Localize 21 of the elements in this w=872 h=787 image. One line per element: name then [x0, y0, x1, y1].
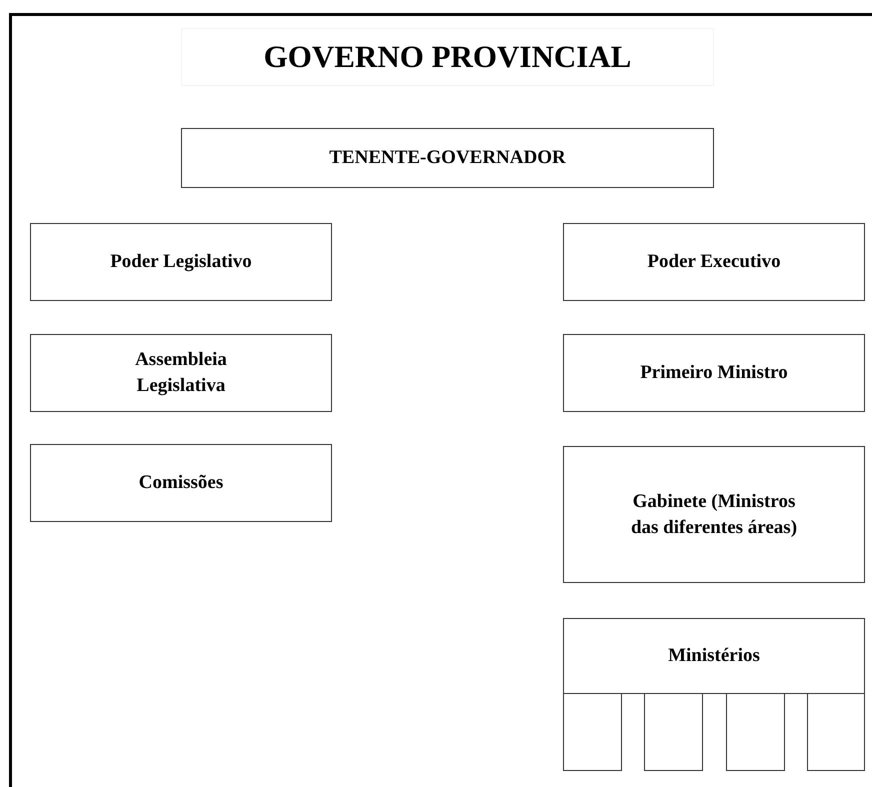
org-box	[30, 223, 332, 301]
org-box	[181, 128, 714, 188]
box-label: Poder Legislativo	[110, 250, 252, 274]
empty-box	[807, 693, 865, 771]
org-box	[563, 334, 865, 412]
title: GOVERNO PROVINCIAL	[181, 28, 714, 86]
org-box	[563, 223, 865, 301]
box-label: Gabinete (Ministros das diferentes áreas)	[630, 490, 798, 540]
empty-box	[644, 693, 703, 771]
box-label: Comissões	[138, 471, 224, 496]
org-box	[563, 446, 865, 583]
box-label: Poder Executivo	[647, 250, 781, 274]
box-label: Primeiro Ministro	[640, 361, 788, 386]
org-box	[30, 334, 332, 412]
box-label: TENENTE-GOVERNADOR	[329, 146, 566, 170]
empty-box	[563, 693, 622, 771]
box-label: Assembleia Legislativa	[134, 348, 228, 398]
empty-box	[726, 693, 785, 771]
org-box	[563, 618, 865, 694]
box-label: Ministérios	[668, 644, 760, 668]
org-box	[30, 444, 332, 522]
